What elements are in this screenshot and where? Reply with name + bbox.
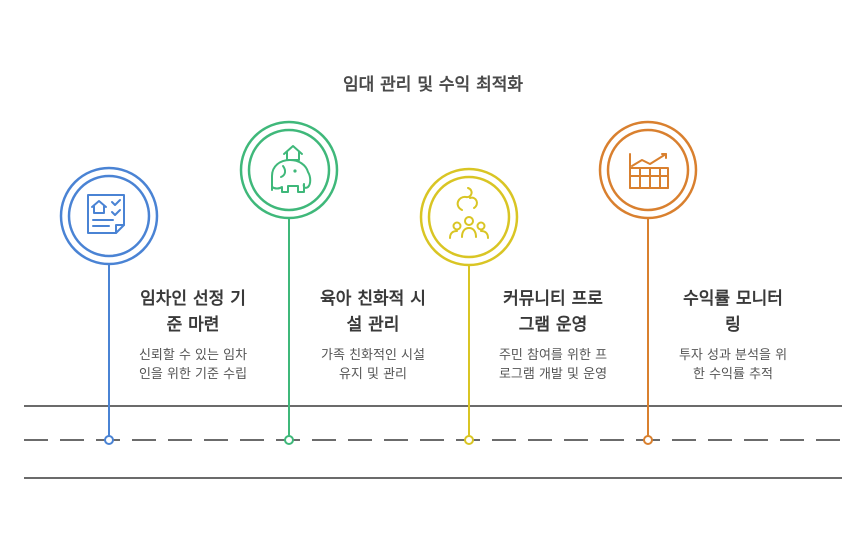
step-4-desc-line2: 한 수익률 추적 bbox=[692, 367, 774, 382]
step-4-outer-ring bbox=[598, 120, 698, 220]
step-4-title: 수익률 모니터 링 bbox=[653, 286, 813, 338]
step-1-desc-line2: 인을 위한 기준 수립 bbox=[138, 367, 248, 382]
step-4-road-dot bbox=[643, 435, 653, 445]
step-4-description: 투자 성과 분석을 위 한 수익률 추적 bbox=[653, 346, 813, 384]
step-4-title-line1: 수익률 모니터 bbox=[683, 289, 783, 309]
step-2-desc-line1: 가족 친화적인 시설 bbox=[321, 348, 425, 363]
step-4-inner-ring bbox=[606, 128, 690, 212]
step-2-marker bbox=[239, 120, 339, 445]
step-2-title-line2: 설 관리 bbox=[346, 315, 400, 335]
step-2-title: 육아 친화적 시 설 관리 bbox=[293, 286, 453, 338]
step-3-title: 커뮤니티 프로 그램 운영 bbox=[473, 286, 633, 338]
elephant-house-icon bbox=[271, 145, 312, 193]
step-4-marker bbox=[598, 120, 698, 445]
step-1-marker bbox=[59, 166, 159, 445]
step-1-title-line1: 임차인 선정 기 bbox=[140, 289, 246, 309]
step-3-outer-ring bbox=[419, 167, 519, 267]
step-2-description: 가족 친화적인 시설 유지 및 관리 bbox=[293, 346, 453, 384]
step-1-inner-ring bbox=[67, 174, 151, 258]
community-people-icon bbox=[449, 187, 489, 239]
step-3-marker bbox=[419, 167, 519, 445]
step-4-title-line2: 링 bbox=[725, 315, 741, 335]
revenue-chart-icon bbox=[629, 153, 669, 189]
road bbox=[24, 405, 842, 479]
step-2-outer-ring bbox=[239, 120, 339, 220]
step-3-inner-ring bbox=[427, 175, 511, 259]
diagram-title: 임대 관리 및 수익 최적화 bbox=[342, 75, 524, 95]
step-2-desc-line2: 유지 및 관리 bbox=[338, 367, 408, 382]
step-4-desc-line1: 투자 성과 분석을 위 bbox=[678, 348, 788, 363]
step-1-outer-ring bbox=[59, 166, 159, 266]
step-3-description: 주민 참여를 위한 프 로그램 개발 및 운영 bbox=[473, 346, 633, 384]
step-1-desc-line1: 신뢰할 수 있는 임차 bbox=[138, 348, 248, 363]
step-1-road-dot bbox=[104, 435, 114, 445]
step-3-desc-line1: 주민 참여를 위한 프 bbox=[498, 348, 608, 363]
step-3-road-dot bbox=[464, 435, 474, 445]
step-1-title-line2: 준 마련 bbox=[166, 315, 220, 335]
step-3-title-line2: 그램 운영 bbox=[518, 315, 588, 335]
step-3-title-line1: 커뮤니티 프로 bbox=[503, 289, 603, 309]
tenant-checklist-icon bbox=[87, 194, 125, 234]
step-1-description: 신뢰할 수 있는 임차 인을 위한 기준 수립 bbox=[113, 346, 273, 384]
step-1-title: 임차인 선정 기 준 마련 bbox=[113, 286, 273, 338]
step-2-road-dot bbox=[284, 435, 294, 445]
step-2-inner-ring bbox=[247, 128, 331, 212]
step-2-title-line1: 육아 친화적 시 bbox=[320, 289, 426, 309]
step-3-desc-line2: 로그램 개발 및 운영 bbox=[498, 367, 608, 382]
